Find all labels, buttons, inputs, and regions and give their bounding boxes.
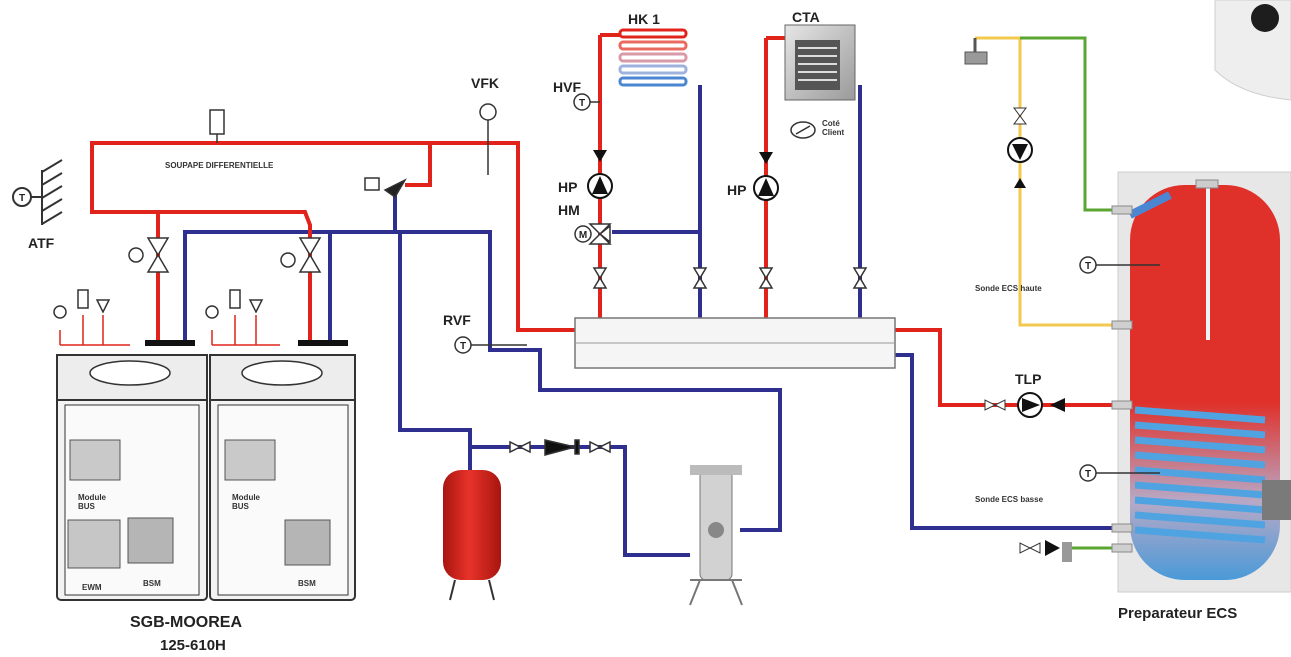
hp-circuit-label: HP <box>558 179 577 195</box>
ewm-label: EWM <box>82 583 102 592</box>
boiler-2-motorized-valve <box>280 237 322 273</box>
hk1-check-valve-icon <box>593 150 607 162</box>
expansion-vessel-icon <box>443 470 501 601</box>
boiler-2-connection <box>298 340 348 346</box>
isolation-valves <box>592 267 868 289</box>
vfk-sensor-icon <box>479 103 497 175</box>
svg-text:T: T <box>579 98 585 109</box>
rvf-label: RVF <box>443 312 471 328</box>
fan-coil-icon <box>784 24 856 101</box>
boiler-1 <box>56 354 208 601</box>
dhw-pipes <box>975 36 1130 550</box>
shower-icon <box>964 38 988 65</box>
hm-mixing-valve-icon <box>574 223 612 245</box>
bsm-1-label: BSM <box>143 579 161 588</box>
boiler-safety-group-1 <box>53 289 130 346</box>
boiler-safety-group-2 <box>205 289 280 346</box>
vfk-label: VFK <box>471 75 499 91</box>
sonde-ecs-haute-label: Sonde ECS haute <box>975 284 1042 293</box>
radiator-icon <box>618 28 688 87</box>
svg-text:T: T <box>19 193 25 204</box>
hk1-pump-icon <box>587 173 613 199</box>
air-vent-icon <box>209 109 225 143</box>
svg-text:T: T <box>1085 469 1091 480</box>
cta-label: CTA <box>792 9 820 25</box>
svg-text:T: T <box>460 341 466 352</box>
boiler-1-connection <box>145 340 195 346</box>
rvf-sensor-icon <box>454 336 527 354</box>
hvf-sensor-icon <box>573 93 600 111</box>
ecs-preparer-top-view <box>1214 0 1291 101</box>
hm-label: HM <box>558 202 580 218</box>
atf-outdoor-sensor-icon <box>12 159 63 225</box>
fill-line-valves <box>509 439 611 456</box>
dirt-separator-icon <box>689 465 743 606</box>
cta-pump-icon <box>753 175 779 201</box>
sonde-ecs-basse-label: Sonde ECS basse <box>975 495 1044 504</box>
differential-valve-icon <box>364 177 407 199</box>
svg-text:M: M <box>579 230 587 241</box>
hp-cta-label: HP <box>727 182 746 198</box>
bsm-2-label: BSM <box>298 579 316 588</box>
tlp-label: TLP <box>1015 371 1041 387</box>
atf-label: ATF <box>28 235 55 251</box>
hydraulic-separator <box>574 317 896 369</box>
sensor-ecs-high-icon <box>1079 256 1160 274</box>
gauge-icon <box>790 121 816 139</box>
ecs-tank <box>1111 171 1291 593</box>
cold-water-inlet-valves <box>1019 540 1072 562</box>
dhw-loop-pump-group <box>1007 107 1033 188</box>
boiler-model-label: SGB-MOOREA <box>130 614 242 631</box>
svg-text:T: T <box>1085 261 1091 272</box>
hvf-label: HVF <box>553 79 581 95</box>
soupape-label: SOUPAPE DIFFERENTIELLE <box>165 161 274 170</box>
tlp-pump-group <box>984 392 1065 418</box>
hk1-label: HK 1 <box>628 11 660 27</box>
sensor-ecs-low-icon <box>1079 464 1160 482</box>
boiler-range-label: 125-610H <box>160 637 226 654</box>
boiler-2 <box>209 354 356 601</box>
boiler-1-motorized-valve <box>128 237 170 273</box>
cta-check-valve-icon <box>759 152 773 164</box>
preparateur-ecs-label: Preparateur ECS <box>1118 605 1237 622</box>
thermometer-icons: T T T T T M <box>19 98 1091 480</box>
